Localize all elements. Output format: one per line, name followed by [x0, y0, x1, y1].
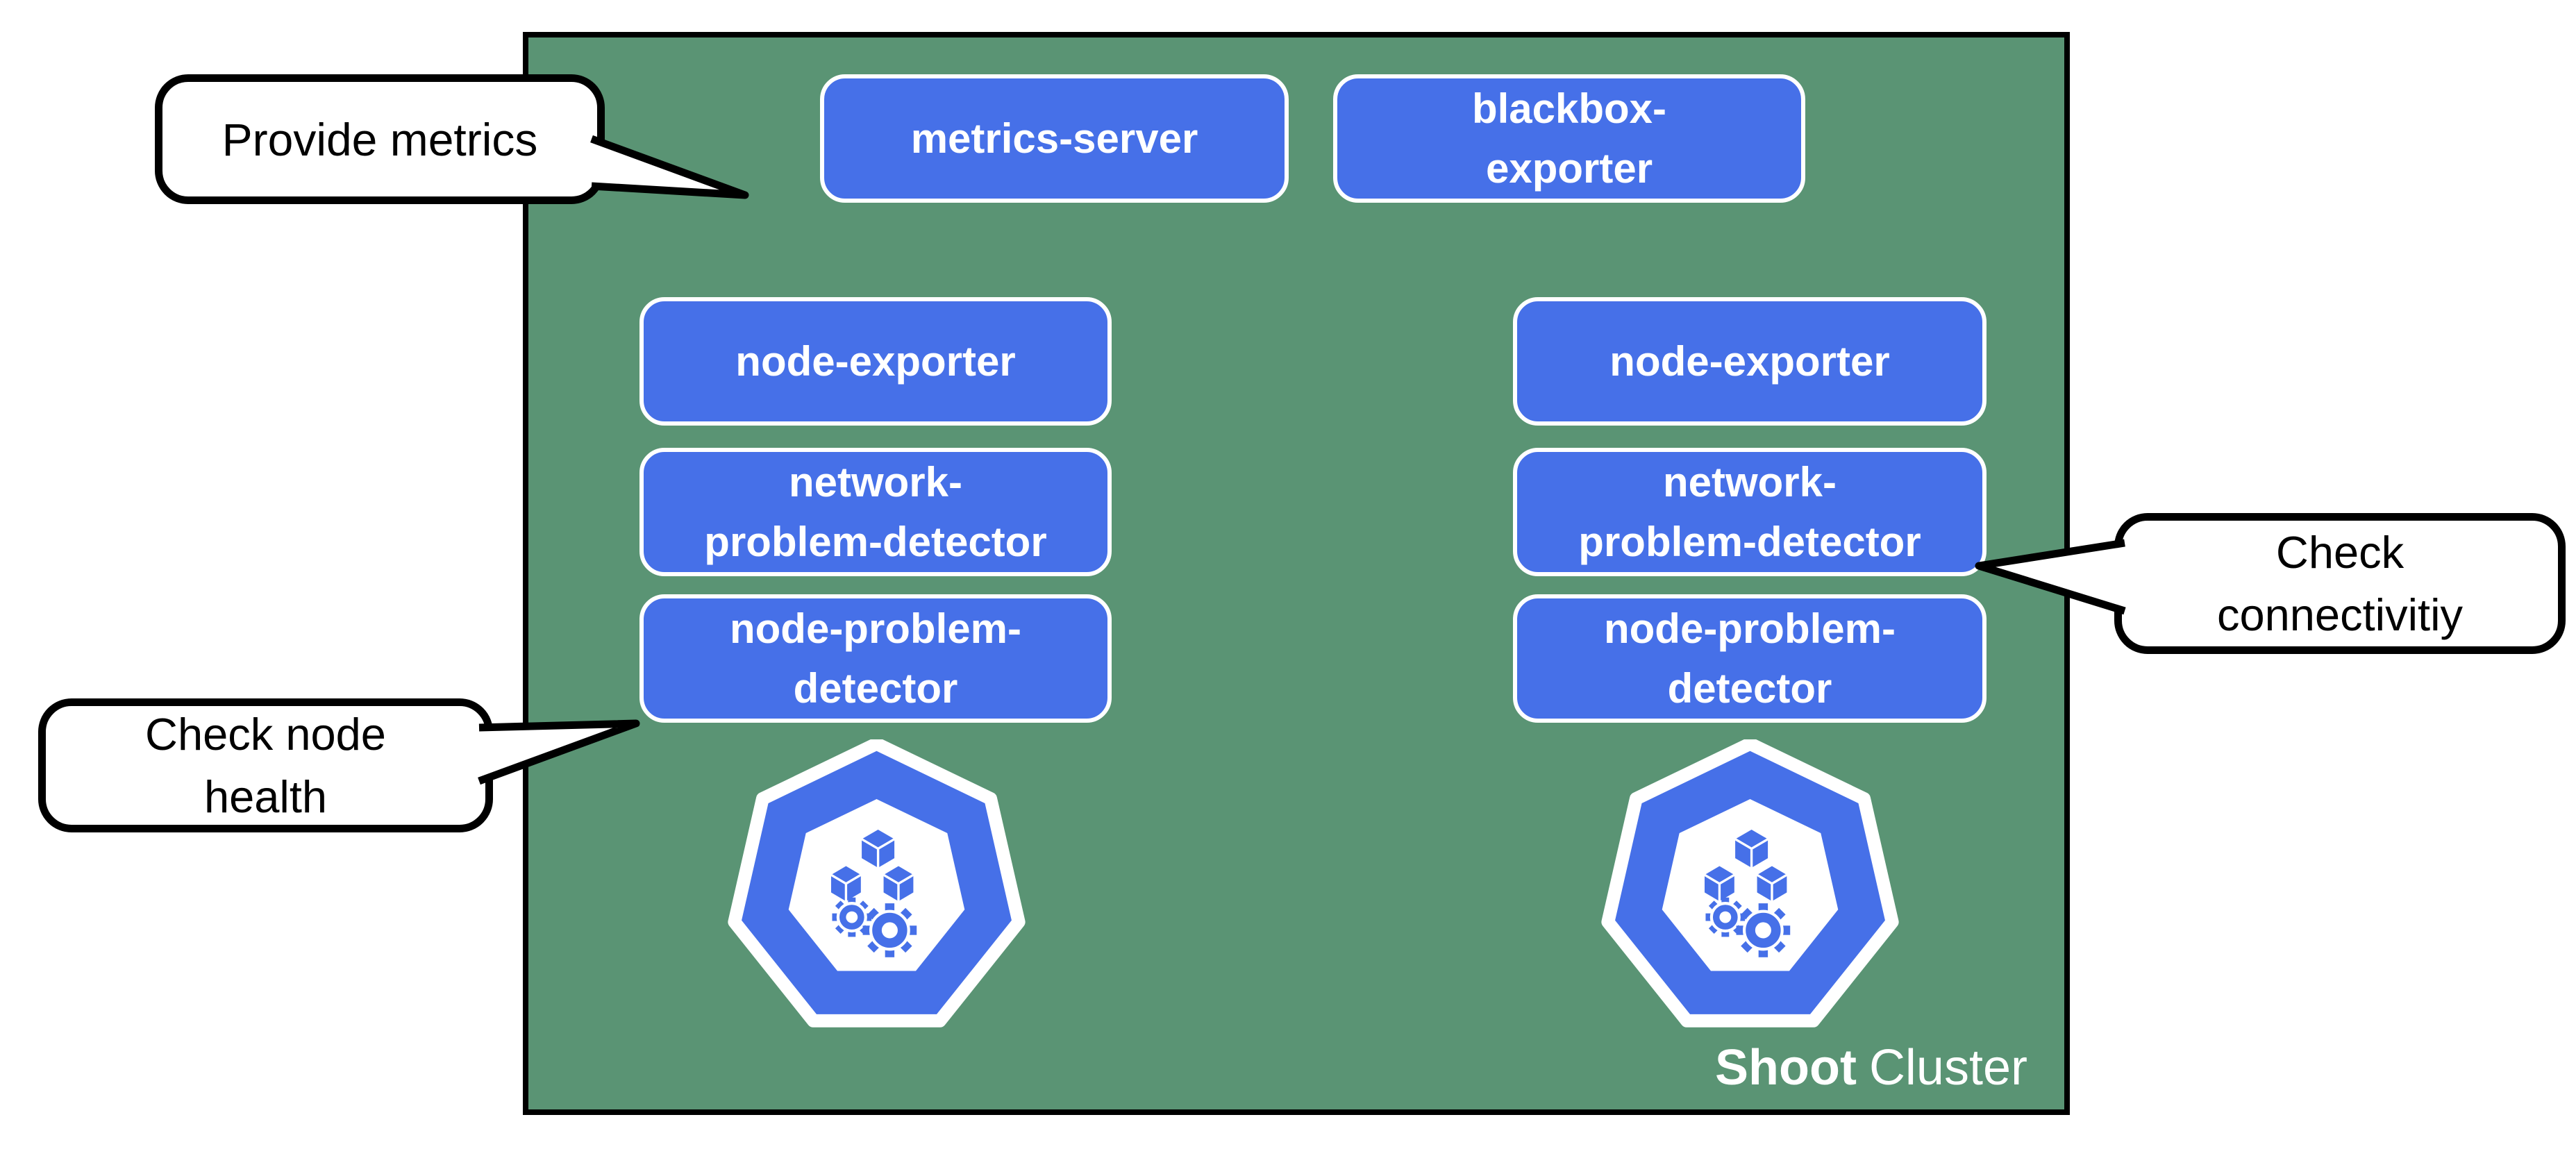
- pod-blackbox-exporter: blackbox- exporter: [1333, 74, 1805, 203]
- pod-label: blackbox-: [1471, 85, 1667, 132]
- gear-icon: [832, 897, 872, 937]
- pod-label: exporter: [1485, 144, 1653, 192]
- callout-text: connectivitiy: [2216, 589, 2464, 640]
- heptagon-inner: [788, 799, 965, 971]
- callout-text: Provide metrics: [221, 113, 538, 165]
- callout-text: Check node: [145, 708, 386, 760]
- pod-label: node-exporter: [735, 337, 1016, 385]
- gear-icon: [862, 903, 917, 957]
- cube-icon: [881, 863, 916, 904]
- pod-label: problem-detector: [704, 518, 1047, 565]
- kubernetes-node-icon: [1589, 739, 1912, 1048]
- pod-label: problem-detector: [1578, 518, 1921, 565]
- pod-label: network-: [788, 458, 963, 505]
- pod-label: detector: [793, 664, 958, 712]
- pod-network-problem-detector-right: network- problem-detector: [1513, 448, 1987, 576]
- pod-label: metrics-server: [910, 115, 1198, 162]
- pod-label: node-problem-: [1604, 605, 1896, 652]
- callout-text: health: [203, 771, 328, 822]
- cluster-name-rest: Cluster: [1868, 1040, 2027, 1096]
- pod-node-problem-detector-left: node-problem- detector: [639, 594, 1112, 723]
- callout-text: Check: [2275, 526, 2404, 578]
- callout-provide-metrics: Provide metrics: [155, 74, 605, 204]
- pod-network-problem-detector-left: network- problem-detector: [639, 448, 1112, 576]
- pod-label: network-: [1662, 458, 1837, 505]
- pod-label: node-exporter: [1609, 337, 1890, 385]
- kubernetes-node-icon: [728, 739, 1026, 1028]
- pod-label: node-problem-: [730, 605, 1021, 652]
- cube-icon: [859, 827, 897, 871]
- pod-metrics-server: metrics-server: [820, 74, 1289, 203]
- pod-node-exporter-left: node-exporter: [639, 297, 1112, 426]
- callout-check-node-health: Check node health: [38, 698, 493, 832]
- pod-label: detector: [1667, 664, 1832, 712]
- pod-node-problem-detector-right: node-problem- detector: [1513, 594, 1987, 723]
- callout-check-connectivity: Check connectivitiy: [2114, 513, 2566, 654]
- cube-icon: [828, 863, 864, 904]
- cluster-name-bold: Shoot: [1714, 1040, 1857, 1096]
- pod-node-exporter-right: node-exporter: [1513, 297, 1987, 426]
